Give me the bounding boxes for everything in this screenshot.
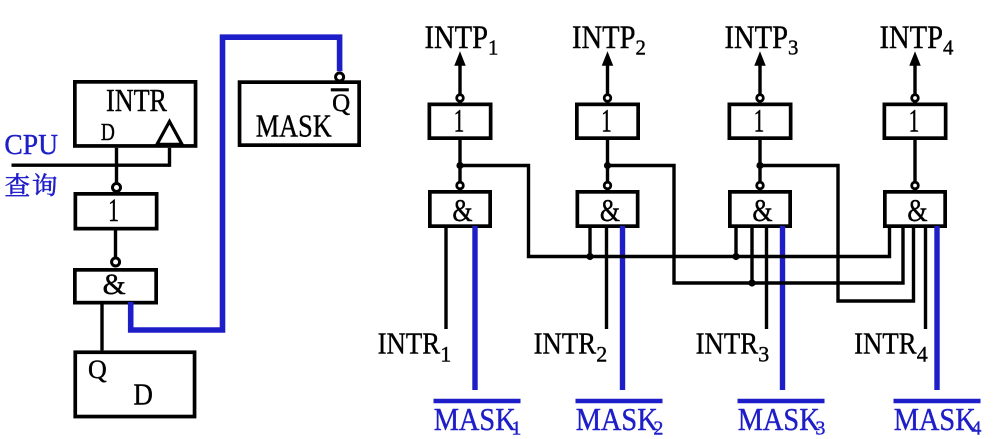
svg-text:4: 4 (971, 418, 981, 439)
svg-text:INTP: INTP (572, 20, 636, 56)
svg-text:INTR: INTR (106, 83, 167, 118)
svg-text:INTP: INTP (425, 20, 489, 56)
svg-text:2: 2 (596, 342, 607, 367)
svg-text:CPU: CPU (4, 129, 58, 161)
svg-text:MASK: MASK (256, 109, 332, 144)
svg-text:INTP: INTP (725, 20, 789, 56)
svg-text:2: 2 (636, 36, 646, 59)
svg-text:3: 3 (788, 36, 798, 59)
svg-text:&: & (103, 268, 126, 301)
svg-text:MASK: MASK (576, 402, 658, 437)
svg-text:&: & (752, 192, 772, 228)
svg-text:1: 1 (909, 104, 920, 140)
svg-text:1: 1 (440, 342, 451, 367)
svg-text:1: 1 (488, 36, 498, 59)
svg-text:INTP: INTP (880, 20, 944, 56)
svg-text:&: & (600, 192, 620, 228)
svg-text:1: 1 (601, 104, 612, 140)
svg-text:4: 4 (943, 36, 954, 59)
svg-text:&: & (452, 192, 472, 228)
svg-text:3: 3 (758, 342, 769, 367)
svg-text:3: 3 (815, 418, 825, 439)
svg-text:D: D (133, 377, 153, 412)
svg-text:INTR: INTR (378, 327, 441, 361)
svg-text:MASK: MASK (434, 402, 516, 437)
svg-text:2: 2 (653, 418, 663, 439)
svg-text:D: D (101, 119, 115, 146)
svg-text:MASK: MASK (738, 402, 820, 437)
svg-text:4: 4 (917, 342, 928, 367)
svg-text:INTR: INTR (696, 327, 759, 361)
svg-text:INTR: INTR (854, 327, 917, 361)
svg-text:INTR: INTR (534, 327, 597, 361)
svg-text:1: 1 (454, 104, 465, 140)
svg-text:Q: Q (332, 90, 350, 117)
svg-text:1: 1 (754, 104, 765, 140)
svg-text:1: 1 (108, 193, 119, 229)
svg-text:&: & (907, 192, 927, 228)
svg-text:Q: Q (88, 355, 107, 384)
svg-text:1: 1 (511, 418, 521, 439)
svg-text:MASK: MASK (894, 402, 976, 437)
